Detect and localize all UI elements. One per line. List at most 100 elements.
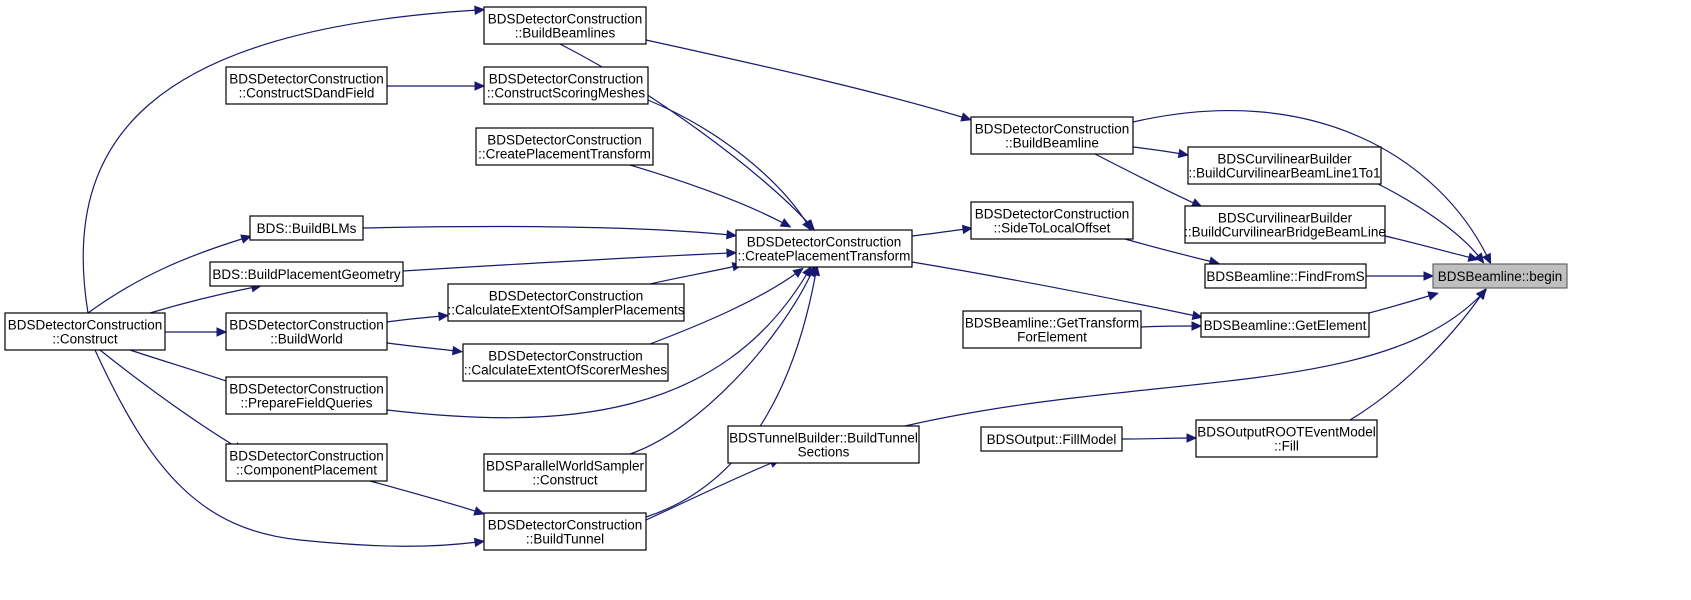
node-box[interactable]	[735, 229, 913, 268]
node-constructScoring[interactable]: BDSDetectorConstruction::ConstructScorin…	[483, 66, 649, 105]
edge-construct-to-buildPlacementGeom	[149, 283, 263, 314]
node-box[interactable]	[727, 425, 920, 464]
node-createPT2[interactable]: BDSDetectorConstruction::CreatePlacement…	[475, 127, 654, 166]
node-constructSDField[interactable]: BDSDetectorConstruction::ConstructSDandF…	[225, 66, 388, 105]
arrowhead	[726, 229, 738, 240]
node-calcScorer[interactable]: BDSDetectorConstruction::CalculateExtent…	[462, 343, 669, 382]
node-box[interactable]	[447, 283, 685, 322]
edge-line	[386, 271, 809, 419]
node-buildWorld[interactable]: BDSDetectorConstruction::BuildWorld	[225, 312, 388, 351]
root-node-box[interactable]	[1432, 263, 1568, 289]
edge-line	[1094, 153, 1197, 205]
arrowhead	[1467, 252, 1480, 262]
node-prepareField[interactable]: BDSDetectorConstruction::PrepareFieldQue…	[225, 376, 388, 415]
node-box[interactable]	[225, 66, 388, 105]
arrowhead	[1190, 198, 1203, 207]
node-box[interactable]	[1204, 263, 1367, 289]
node-buildBeamline[interactable]: BDSDetectorConstruction::BuildBeamline	[970, 116, 1134, 155]
edge-buildWorld-to-calcSampler	[386, 311, 450, 323]
node-box[interactable]	[225, 376, 388, 415]
edge-line	[629, 271, 813, 455]
node-label-line: BDSDetectorConstruction	[489, 289, 644, 304]
node-curv1to1[interactable]: BDSCurvilinearBuilder::BuildCurvilinearB…	[1187, 146, 1382, 185]
node-label-line: BDSDetectorConstruction	[488, 349, 643, 364]
node-box[interactable]	[1200, 312, 1370, 338]
arrowhead	[961, 224, 974, 235]
edge-line	[99, 349, 239, 449]
nodes-layer: BDSBeamline::beginBDSDetectorConstructio…	[4, 6, 1568, 551]
edge-constructSDField-to-constructScoring	[386, 81, 486, 91]
node-box[interactable]	[462, 343, 669, 382]
node-createPT[interactable]: BDSDetectorConstruction::CreatePlacement…	[735, 229, 913, 268]
node-box[interactable]	[225, 312, 388, 351]
edge-findFromS-to-begin	[1366, 271, 1435, 281]
node-outFill[interactable]: BDSOutputROOTEventModel::Fill	[1195, 419, 1378, 458]
node-label-line: ::Construct	[52, 332, 118, 347]
node-label-line: ::BuildWorld	[270, 332, 343, 347]
node-begin[interactable]: BDSBeamline::begin	[1432, 263, 1568, 289]
node-box[interactable]	[475, 127, 654, 166]
node-construct[interactable]: BDSDetectorConstruction::Construct	[4, 312, 166, 351]
arrowhead	[438, 311, 450, 322]
node-label-line: BDSCurvilinearBuilder	[1218, 211, 1353, 226]
edge-line	[1121, 437, 1191, 440]
node-box[interactable]	[970, 201, 1134, 240]
arrowhead	[473, 537, 486, 548]
node-box[interactable]	[1195, 419, 1378, 458]
edge-construct-to-prepareField	[129, 349, 239, 387]
edge-line	[645, 39, 966, 119]
node-box[interactable]	[483, 453, 647, 492]
node-label-line: BDSBeamline::GetTransform	[965, 316, 1139, 331]
node-label-line: BDSDetectorConstruction	[975, 207, 1130, 222]
node-label-line: BDSTunnelBuilder::BuildTunnel	[729, 431, 918, 446]
arrowhead	[1423, 271, 1435, 281]
arrowhead	[1191, 321, 1203, 331]
node-box[interactable]	[4, 312, 166, 351]
node-label-line: BDSDetectorConstruction	[229, 382, 384, 397]
edge-constructScoring-to-createPT	[647, 99, 812, 232]
node-label-line: ::BuildBeamline	[1005, 136, 1099, 151]
edge-buildBeamlines-to-buildBeamline	[645, 39, 972, 122]
arrowhead	[240, 234, 252, 244]
node-buildBeamlines[interactable]: BDSDetectorConstruction::BuildBeamlines	[483, 6, 647, 45]
node-label-line: BDSDetectorConstruction	[487, 133, 642, 148]
node-box[interactable]	[483, 66, 649, 105]
edge-line	[149, 286, 256, 314]
node-box[interactable]	[962, 310, 1142, 349]
node-box[interactable]	[1184, 205, 1386, 244]
edge-line	[645, 271, 817, 518]
arrowhead	[792, 267, 804, 278]
node-findFromS[interactable]: BDSBeamline::FindFromS	[1204, 263, 1367, 289]
node-parallelSampler[interactable]: BDSParallelWorldSampler::Construct	[483, 453, 647, 492]
edge-getTransform-to-getElement	[1140, 321, 1203, 331]
edge-line	[911, 228, 967, 237]
node-calcSampler[interactable]: BDSDetectorConstruction::CalculateExtent…	[447, 283, 685, 322]
arrowhead	[1177, 148, 1190, 159]
node-box[interactable]	[970, 116, 1134, 155]
arrowhead	[1482, 252, 1492, 265]
node-label-line: BDSOutput::FillModel	[987, 432, 1117, 447]
node-componentPlacement[interactable]: BDSDetectorConstruction::ComponentPlacem…	[225, 443, 388, 482]
edge-fillModel-to-outFill	[1121, 433, 1198, 443]
node-box[interactable]	[249, 215, 364, 241]
node-fillModel[interactable]: BDSOutput::FillModel	[980, 426, 1123, 452]
node-buildBLMs[interactable]: BDS::BuildBLMs	[249, 215, 364, 241]
node-sideToLocal[interactable]: BDSDetectorConstruction::SideToLocalOffs…	[970, 201, 1134, 240]
edge-tunnelSections-to-begin	[904, 288, 1488, 427]
node-box[interactable]	[209, 261, 404, 287]
node-curvBridge[interactable]: BDSCurvilinearBuilder::BuildCurvilinearB…	[1184, 205, 1386, 244]
node-box[interactable]	[483, 6, 647, 45]
node-box[interactable]	[225, 443, 388, 482]
node-box[interactable]	[980, 426, 1123, 452]
edge-line	[1377, 183, 1481, 259]
node-box[interactable]	[483, 512, 647, 551]
node-box[interactable]	[1187, 146, 1382, 185]
node-getElement[interactable]: BDSBeamline::GetElement	[1200, 312, 1370, 338]
node-label-line: ::ConstructSDandField	[239, 86, 375, 101]
node-buildPlacementGeom[interactable]: BDS::BuildPlacementGeometry	[209, 261, 404, 287]
edge-curvBridge-to-begin	[1384, 235, 1480, 262]
node-buildTunnel[interactable]: BDSDetectorConstruction::BuildTunnel	[483, 512, 647, 551]
node-label-line: BDSDetectorConstruction	[229, 318, 384, 333]
